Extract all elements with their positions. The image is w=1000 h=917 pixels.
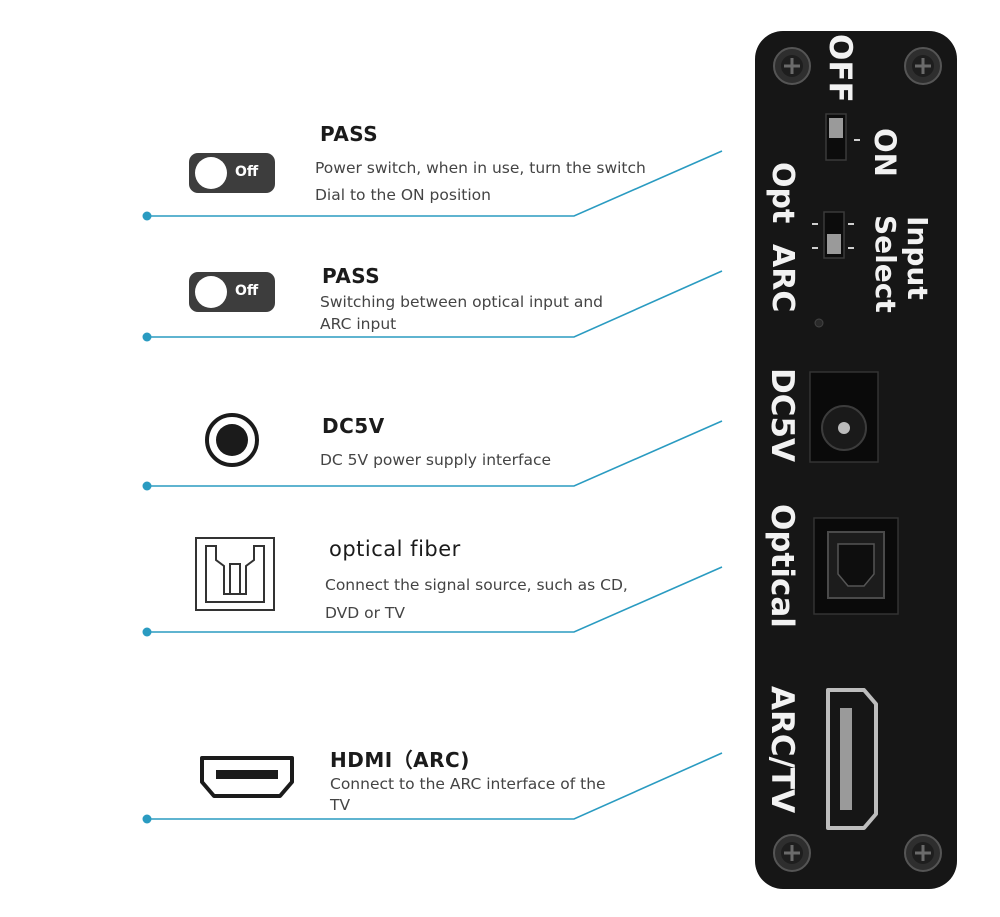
device-label-on: ON (868, 128, 902, 177)
callout-desc-power-line1: Power switch, when in use, turn the swit… (315, 159, 646, 177)
dc-jack-icon (205, 413, 259, 467)
callout-desc-dc5v: DC 5V power supply interface (320, 451, 552, 469)
screw-icon (904, 834, 942, 872)
toggle-label: Off (235, 164, 259, 180)
leader-line-2 (147, 270, 723, 338)
optical-port-icon (195, 537, 275, 611)
device-label-optical: Optical (764, 504, 800, 628)
toggle-label: Off (235, 283, 259, 299)
screw-icon (773, 834, 811, 872)
leader-line-1 (147, 150, 723, 217)
screw-icon (773, 47, 811, 85)
dc-power-jack[interactable] (808, 370, 880, 464)
callout-title-hdmi: HDMI（ARC) (330, 748, 470, 772)
device-label-opt: Opt (765, 162, 800, 224)
device-label-input: Input (901, 216, 934, 300)
leader-dot-4 (142, 627, 152, 637)
leader-line-4 (147, 566, 723, 633)
callout-title-power: PASS (320, 122, 379, 146)
leader-dot-3 (142, 481, 152, 491)
callout-desc-hdmi-line1: Connect to the ARC interface of the (330, 775, 606, 793)
callout-desc-optical-line1: Connect the signal source, such as CD, (325, 576, 628, 594)
input-select-switch[interactable] (810, 210, 856, 260)
hdmi-port-icon (200, 756, 294, 798)
callout-desc-optical-line2: DVD or TV (325, 604, 405, 622)
callout-desc-input-line1: Switching between optical input and (320, 293, 604, 311)
callout-title-optical: optical fiber (329, 537, 461, 561)
optical-input-port[interactable] (812, 516, 900, 616)
leader-dot-2 (142, 332, 152, 342)
hdmi-arc-port[interactable] (822, 686, 882, 832)
toggle-switch-icon: Off (189, 153, 275, 193)
toggle-switch-icon: Off (189, 272, 275, 312)
callout-title-input-select: PASS (322, 264, 381, 288)
toggle-knob (195, 276, 227, 308)
device-label-arc: ARC (765, 244, 800, 313)
device-label-dc5v: DC5V (764, 368, 800, 463)
device-label-arc-tv: ARC/TV (764, 686, 800, 814)
leader-line-3 (147, 420, 723, 487)
leader-dot-1 (142, 211, 152, 221)
callout-desc-input-line2: ARC input (320, 315, 397, 333)
callout-title-dc5v: DC5V (322, 414, 385, 438)
device-label-off: OFF (822, 34, 858, 103)
leader-dot-5 (142, 814, 152, 824)
screw-icon (904, 47, 942, 85)
callout-desc-hdmi-line2: TV (330, 796, 351, 814)
indicator-led (814, 318, 824, 328)
callout-desc-power-line2: Dial to the ON position (315, 186, 491, 204)
device-label-select: Select (869, 215, 902, 313)
toggle-knob (195, 157, 227, 189)
power-switch[interactable] (822, 112, 862, 162)
leader-line-5 (147, 752, 723, 820)
